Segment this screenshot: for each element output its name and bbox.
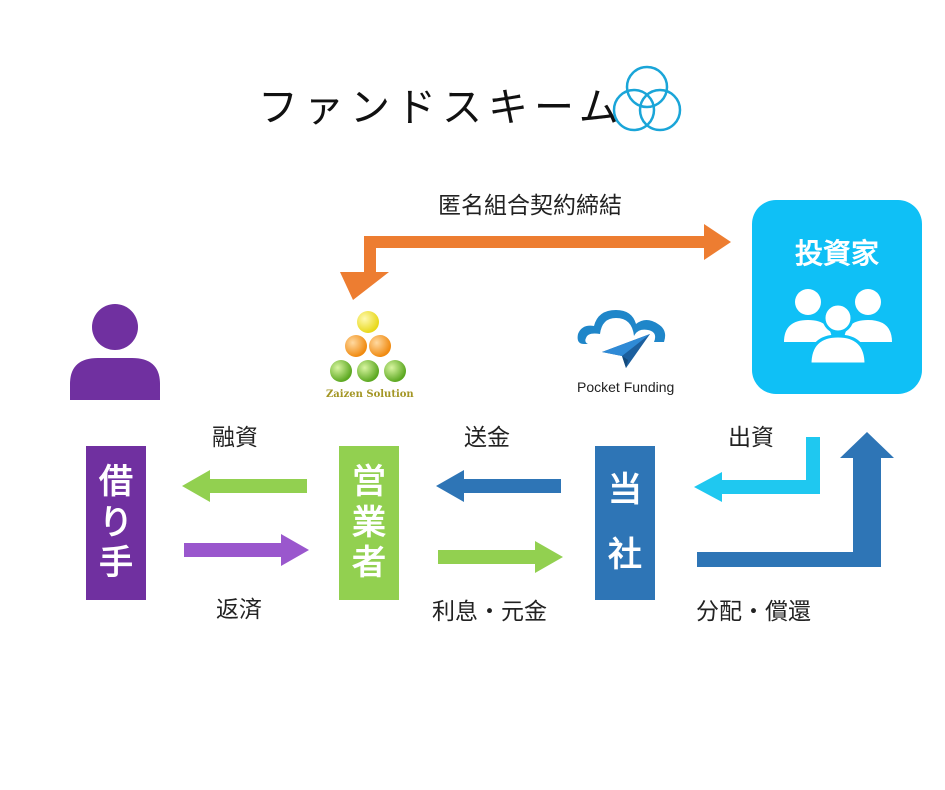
remit-arrow [436, 470, 561, 502]
circles-icon [612, 65, 682, 132]
company-box: 当社 [595, 446, 655, 600]
remit-label: 送金 [464, 425, 510, 451]
operator-label: 営業者 [352, 461, 386, 584]
repay-arrow [184, 534, 309, 566]
investor-box: 投資家 [752, 200, 922, 394]
interest-arrow [438, 541, 563, 573]
distribution-label: 分配・償還 [696, 599, 811, 625]
invest-arrow [694, 437, 820, 502]
company-label: 当社 [608, 470, 642, 575]
zaizen-logo-text: Zaizen Solution [326, 389, 414, 400]
operator-box: 営業者 [339, 446, 399, 600]
group-icon [784, 289, 892, 366]
contract-label: 匿名組合契約締結 [438, 193, 622, 219]
repay-label: 返済 [216, 597, 262, 623]
loan-label: 融資 [212, 425, 258, 451]
borrower-box: 借り手 [86, 446, 146, 600]
invest-label: 出資 [728, 425, 774, 451]
person-icon [70, 304, 160, 400]
loan-arrow [182, 470, 307, 502]
interest-principal-label: 利息・元金 [432, 599, 547, 625]
investor-label: 投資家 [794, 237, 879, 270]
pocket-funding-logo-text: Pocket Funding [577, 379, 675, 395]
distribution-arrow [697, 432, 894, 567]
borrower-label: 借り手 [99, 461, 133, 584]
paper-plane-cloud-icon [577, 310, 666, 368]
balls-pyramid-icon [330, 311, 406, 382]
page-title: ファンドスキーム [258, 85, 625, 131]
